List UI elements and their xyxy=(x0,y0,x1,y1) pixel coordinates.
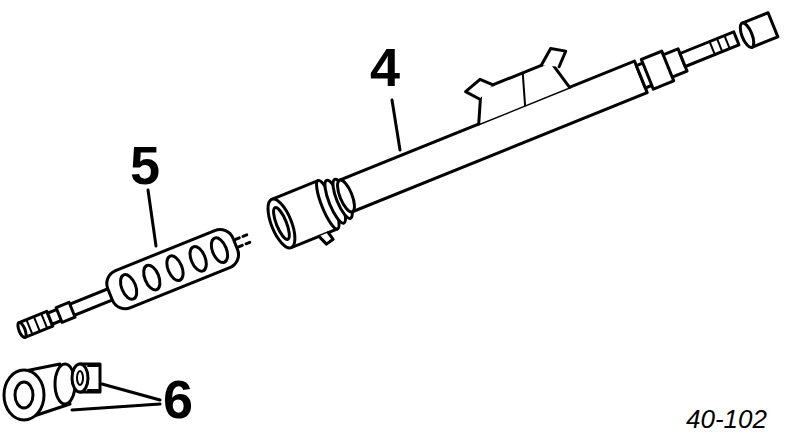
leader-line xyxy=(102,384,160,400)
figure-number: 40-102 xyxy=(686,406,767,432)
leader-line xyxy=(148,190,156,246)
intermediate-shaft xyxy=(12,220,257,350)
end-cap xyxy=(738,13,778,49)
column-collar xyxy=(262,172,361,260)
callout-number: 5 xyxy=(130,138,160,192)
bearing xyxy=(72,364,100,392)
leader-line xyxy=(72,404,160,410)
callout-number: 4 xyxy=(370,40,400,94)
column-tube xyxy=(318,0,743,214)
leader-line xyxy=(392,100,400,150)
callout-number: 6 xyxy=(163,372,193,426)
bushing xyxy=(4,364,75,420)
